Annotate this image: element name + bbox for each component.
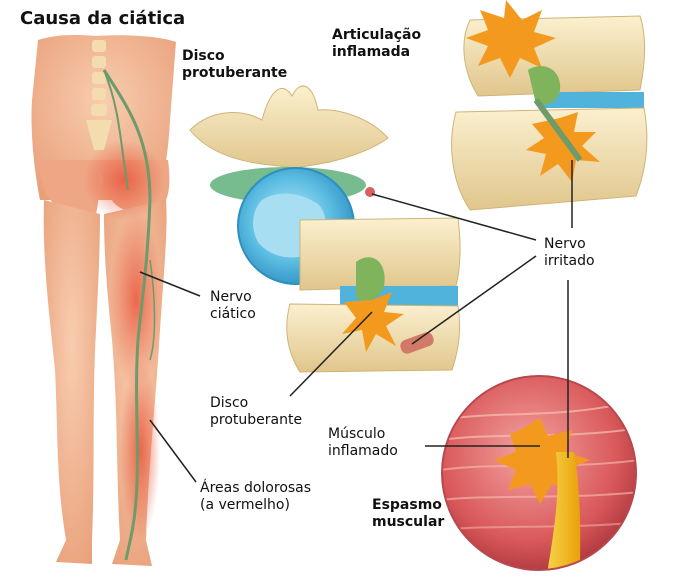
nerve-root-dot (365, 187, 375, 197)
label-inflamed-muscle: Músculo inflamado (328, 426, 398, 459)
inflammation-burst-nerve (526, 112, 600, 182)
diagram-title: Causa da ciática (20, 8, 186, 29)
spine (86, 40, 112, 150)
vertebra-top-view (189, 85, 389, 285)
label-muscle-spasm: Espasmo muscular (372, 497, 445, 530)
inflamed-joint-view (451, 0, 648, 211)
muscle-fibers (442, 399, 636, 570)
muscle-closeup (441, 375, 637, 571)
label-painful-areas: Áreas dolorosas (a vermelho) (200, 480, 312, 513)
inflammation-burst-joint (466, 0, 556, 78)
pain-area-thigh (110, 210, 162, 390)
inflammation-burst-disc (342, 292, 404, 352)
human-figure (31, 35, 177, 566)
vertebra-side-view (286, 217, 461, 373)
leader-lines (139, 160, 573, 483)
pain-area-buttock (84, 140, 164, 220)
label-disc-bottom: Disco protuberante (210, 395, 303, 428)
nerve-yellow (546, 452, 581, 570)
label-inflamed-joint: Articulação inflamada (332, 27, 422, 60)
sciatic-nerve (102, 69, 152, 561)
pain-area-calf (120, 360, 160, 540)
label-disc-top: Disco protuberante (182, 48, 288, 81)
label-sciatic-nerve: Nervo ciático (210, 289, 256, 322)
label-irritated-nerve: Nervo irritado (544, 236, 595, 269)
